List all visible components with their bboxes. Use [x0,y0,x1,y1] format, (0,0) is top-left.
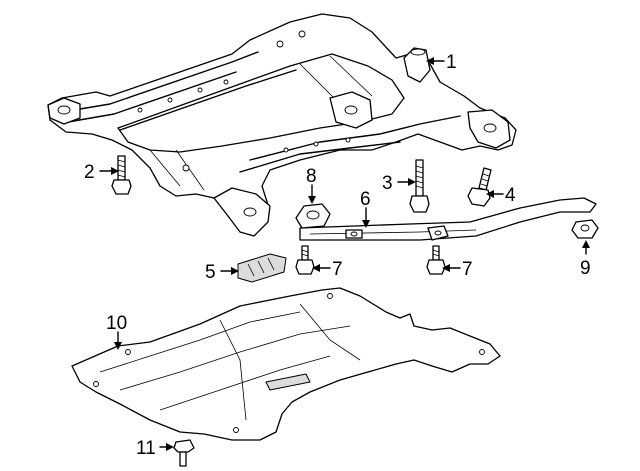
callout-7-right: 7 [462,259,473,280]
callout-1: 1 [446,52,457,73]
bolt-4 [467,167,492,207]
mount-8 [295,203,331,229]
callout-2: 2 [84,162,95,183]
callout-10: 10 [106,313,127,334]
callout-7-left: 7 [332,259,343,280]
callout-3: 3 [382,173,393,194]
bracket-5 [237,253,287,283]
leader-lines [99,57,590,451]
bolt-7-left [295,245,315,275]
bolt-7-right [426,245,446,275]
underbody-shield-10 [71,287,501,441]
callout-4: 4 [505,185,516,206]
callout-5: 5 [205,262,216,283]
callout-6: 6 [360,189,371,210]
callout-9: 9 [580,258,591,279]
clip-11 [173,439,195,467]
bolt-2 [111,155,132,195]
callout-8: 8 [306,166,317,187]
callout-11: 11 [136,438,156,459]
nut-9 [571,219,599,239]
brace-rod-6 [299,197,597,241]
subframe-cradle [47,13,517,237]
bolt-3 [409,159,430,213]
